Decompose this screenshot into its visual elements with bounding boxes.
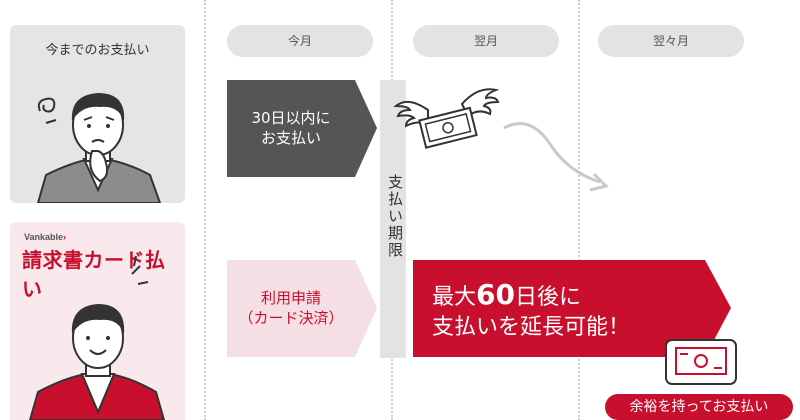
deadline-label: 支払い期限: [386, 174, 404, 259]
brand-mark: ›: [63, 232, 67, 242]
dizzy-icon: [37, 97, 57, 124]
extension-days-number: 60: [476, 278, 515, 311]
current-flow-text: 30日以内に お支払い: [251, 109, 331, 147]
timeline-this-month: 今月: [227, 25, 373, 57]
timeline-month-after-next: 翌々月: [598, 25, 744, 57]
worried-man-illustration: [36, 93, 162, 203]
current-payment-panel: 今までのお支払い: [10, 25, 185, 203]
extension-arrow: [413, 260, 731, 357]
deadline-bar: 支払い期限: [380, 80, 406, 358]
brand-name: Vankable: [24, 232, 64, 242]
current-flow-arrow: [227, 80, 377, 177]
extension-suffix: 日後に: [514, 285, 581, 310]
card-money-icon: [665, 339, 737, 385]
current-payment-title: 今までのお支払い: [45, 43, 150, 58]
apply-arrow: [227, 260, 377, 357]
service-title: 請求書カード払い: [22, 248, 166, 301]
extension-line-2: 支払いを延長可能！: [432, 315, 631, 340]
guide-line-3: [578, 0, 580, 420]
guide-line-1: [204, 0, 206, 420]
extension-line-1: 最大60日後に: [432, 278, 581, 315]
happy-man-illustration: [28, 255, 166, 420]
callout-badge: 余裕を持ってお支払い: [605, 394, 793, 420]
curved-arrow-icon: [503, 122, 609, 192]
brand-logo: Vankable›: [24, 232, 66, 242]
apply-text: 利用申請 （カード決済）: [238, 289, 344, 327]
new-payment-panel: Vankable› 請求書カード払い: [10, 222, 185, 420]
winged-money-icon: [393, 88, 500, 149]
extension-prefix: 最大: [432, 285, 477, 310]
timeline-next-month: 翌月: [413, 25, 559, 57]
